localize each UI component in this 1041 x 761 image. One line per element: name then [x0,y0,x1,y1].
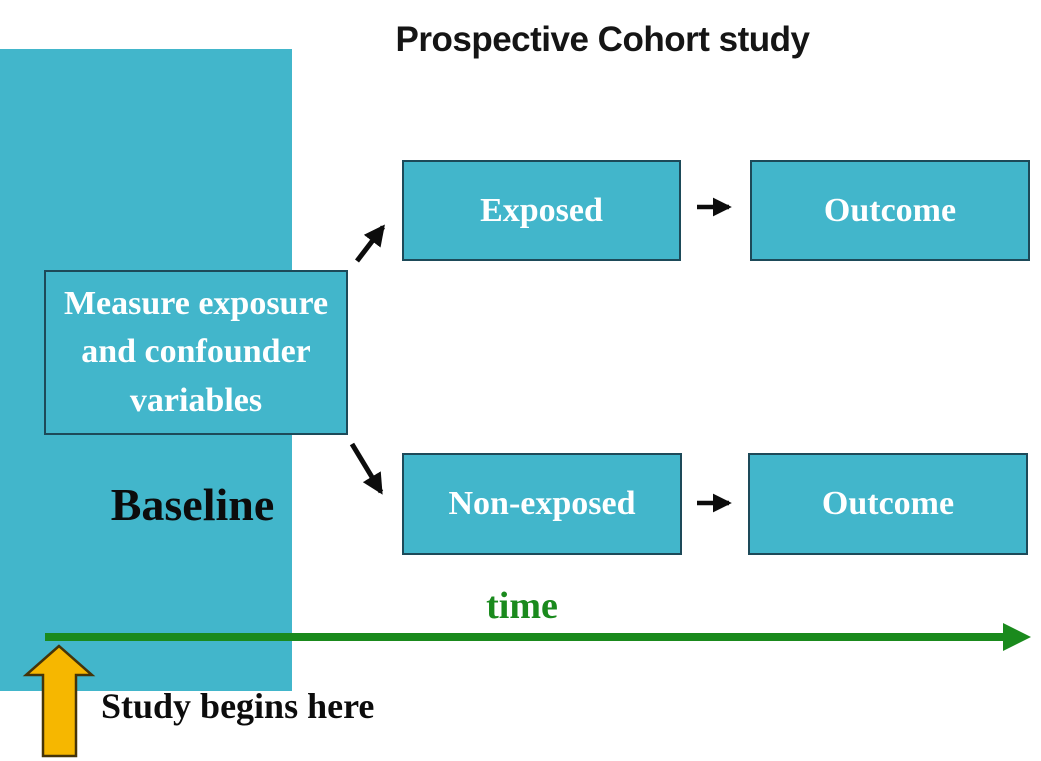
time-axis-label: time [486,585,558,627]
exposed-outcome-box-label: Outcome [823,191,957,229]
non-exposed-box-label: Non-exposed [448,485,636,522]
measure-exposure-box-label: Measure exposure and confounder variable… [63,285,329,419]
exposed-box-label: Exposed [480,191,603,229]
study-begins-label: Study begins here [101,686,375,726]
exposed-box: Exposed [402,160,681,261]
non-exposed-outcome-box: Outcome [748,453,1028,555]
non-exposed-box: Non-exposed [402,453,682,555]
non-exposed-outcome-box-label: Outcome [821,485,955,522]
exposed-outcome-box: Outcome [750,160,1030,261]
arrow-to-exposed-icon [355,224,385,263]
arrow-to-non-exposed-icon [349,442,384,495]
measure-exposure-box: Measure exposure and confounder variable… [44,270,348,435]
page-title: Prospective Cohort study [395,20,810,59]
baseline-label: Baseline [110,479,275,530]
